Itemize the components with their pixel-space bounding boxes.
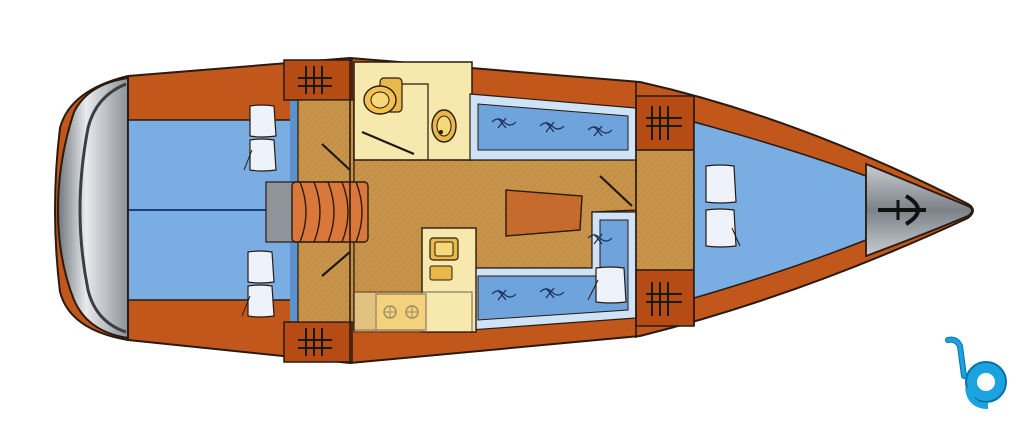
- door-lines: [321, 130, 633, 277]
- anchor-fitting-icon: [878, 194, 926, 226]
- galley-lower-cream: [353, 291, 473, 333]
- saloon-table: [505, 189, 583, 237]
- aft-cabin-strip-top: [290, 100, 298, 190]
- sink-icon: [429, 237, 459, 281]
- locker-grid-icon: [283, 321, 353, 363]
- toilet-icon: [363, 77, 403, 115]
- cushion-stitch-marks: [491, 117, 613, 301]
- locker-grid-icon: [635, 95, 695, 151]
- pillow-icon: [587, 266, 627, 304]
- locker-grid-icon: [635, 269, 695, 327]
- stern-inner-edge: [78, 82, 127, 334]
- companionway-ladder-icon: [291, 181, 369, 243]
- pillow-icon: [243, 104, 277, 172]
- sink-icon: [431, 109, 457, 143]
- pillow-icon: [705, 164, 741, 248]
- aft-cabin-strip-bottom: [290, 232, 298, 322]
- mast-step-floor: [635, 149, 695, 271]
- stern-transom: [56, 76, 129, 340]
- brand-logo-b-icon: [945, 336, 1007, 409]
- pillow-icon: [241, 250, 275, 318]
- locker-grid-icon: [283, 59, 353, 101]
